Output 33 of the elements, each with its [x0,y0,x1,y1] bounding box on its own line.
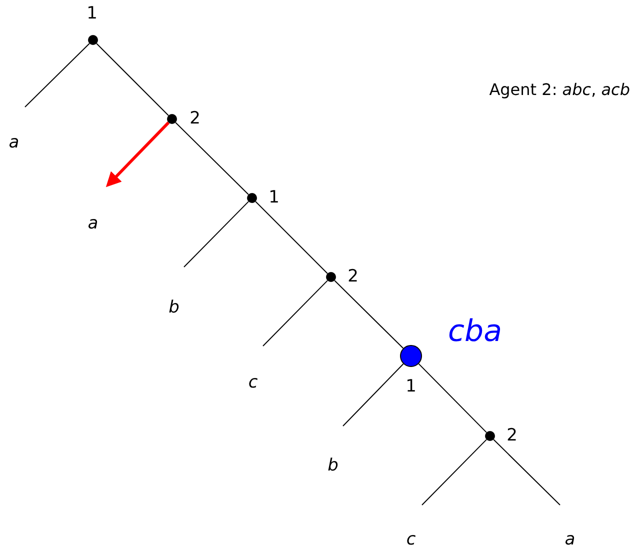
outcome-label: a [564,532,576,548]
player-number: 2 [190,110,200,128]
branch-line [175,122,249,195]
branch-line [334,280,404,349]
outcome-label: b [328,458,338,474]
arrow [106,122,170,188]
branch-line [418,363,487,433]
player-number: 2 [348,268,358,286]
decision-node [326,272,336,282]
player-number: 2 [506,428,518,444]
branch-line [422,439,487,506]
outcome-label: a [8,134,20,152]
player-number: 1 [268,190,280,206]
player-number: 1 [86,6,98,22]
highlighted-decision-node [400,345,422,367]
branch-line [184,201,249,268]
strategy-label: cba [448,317,502,347]
branch-line [262,280,328,346]
branch-line [96,43,169,116]
decision-node [167,114,177,124]
branch-line [493,439,560,506]
player-number: 1 [406,378,416,396]
decision-node [247,193,257,203]
outcome-label: a [88,216,98,232]
branch-line [255,201,328,274]
branch-line [24,43,90,108]
outcome-label: c [248,374,258,392]
branch-line [342,363,404,426]
outcome-label: b [168,300,180,316]
agent-note: Agent 2: abc, acb [489,82,630,98]
decision-node [485,431,495,441]
outcome-label: c [406,532,416,548]
decision-node [88,35,98,45]
